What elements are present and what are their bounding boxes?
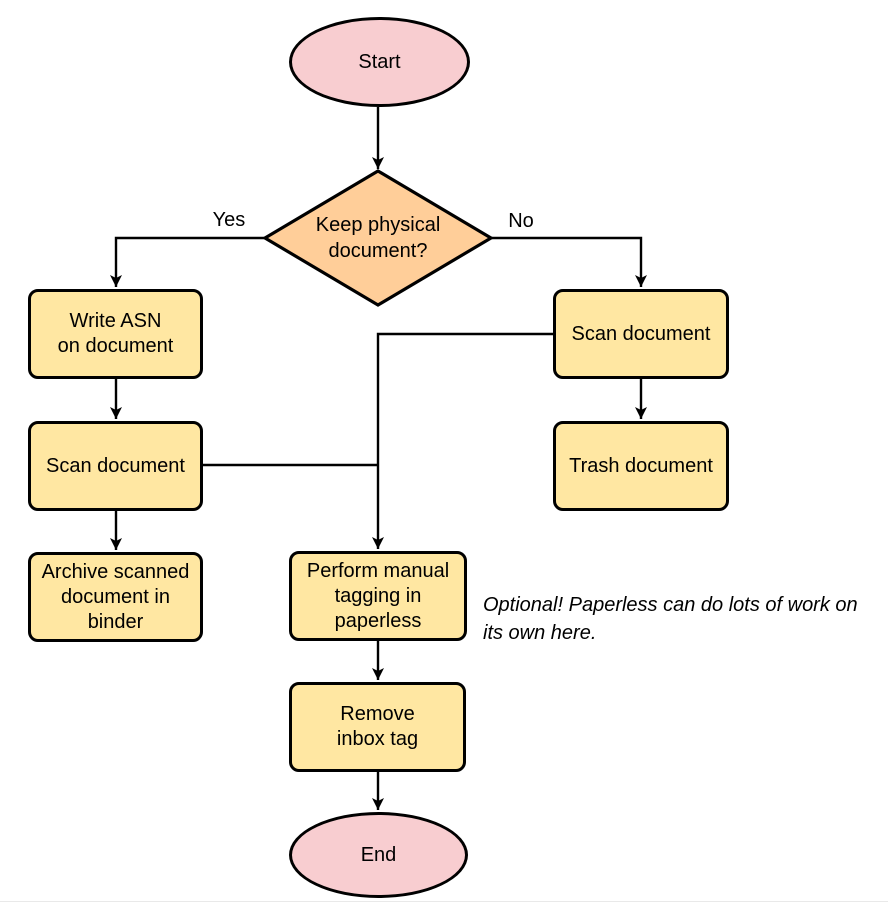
node-scan-document-left-label: Scan document xyxy=(46,454,185,477)
node-archive-binder-label: Archive scanned document in binder xyxy=(41,560,190,633)
node-manual-tagging: Perform manual tagging in paperless xyxy=(289,551,467,641)
edge-decision-yes-to-write-asn xyxy=(110,236,265,287)
node-scan-document-right: Scan document xyxy=(553,289,729,379)
node-manual-tagging-label: Perform manual tagging in paperless xyxy=(306,559,450,632)
page-bottom-divider xyxy=(0,901,888,902)
node-scan-document-right-label: Scan document xyxy=(571,322,711,345)
node-write-asn-label: Write ASN on document xyxy=(57,310,174,357)
node-start-label: Start xyxy=(358,50,401,73)
node-decision-keep-physical: Keep physical document? xyxy=(278,205,478,271)
node-remove-inbox-tag-label: Remove inbox tag xyxy=(336,703,419,750)
node-decision-label: Keep physical document? xyxy=(315,214,441,262)
node-trash-document-label: Trash document xyxy=(569,454,713,477)
node-remove-inbox-tag: Remove inbox tag xyxy=(289,682,466,772)
node-trash-document: Trash document xyxy=(553,421,729,511)
node-write-asn: Write ASN on document xyxy=(28,289,203,379)
node-scan-document-left: Scan document xyxy=(28,421,203,511)
node-end: End xyxy=(289,812,468,898)
annotation-note: Optional! Paperless can do lots of work … xyxy=(483,594,858,644)
edge-label-no: No xyxy=(508,210,534,232)
edge-scan-right-to-manual-tagging xyxy=(372,332,553,549)
edge-label-yes: Yes xyxy=(212,209,246,231)
edge-decision-no-to-scan-right xyxy=(491,236,647,287)
node-end-label: End xyxy=(360,843,397,866)
node-start: Start xyxy=(289,17,470,107)
node-archive-binder: Archive scanned document in binder xyxy=(28,552,203,642)
